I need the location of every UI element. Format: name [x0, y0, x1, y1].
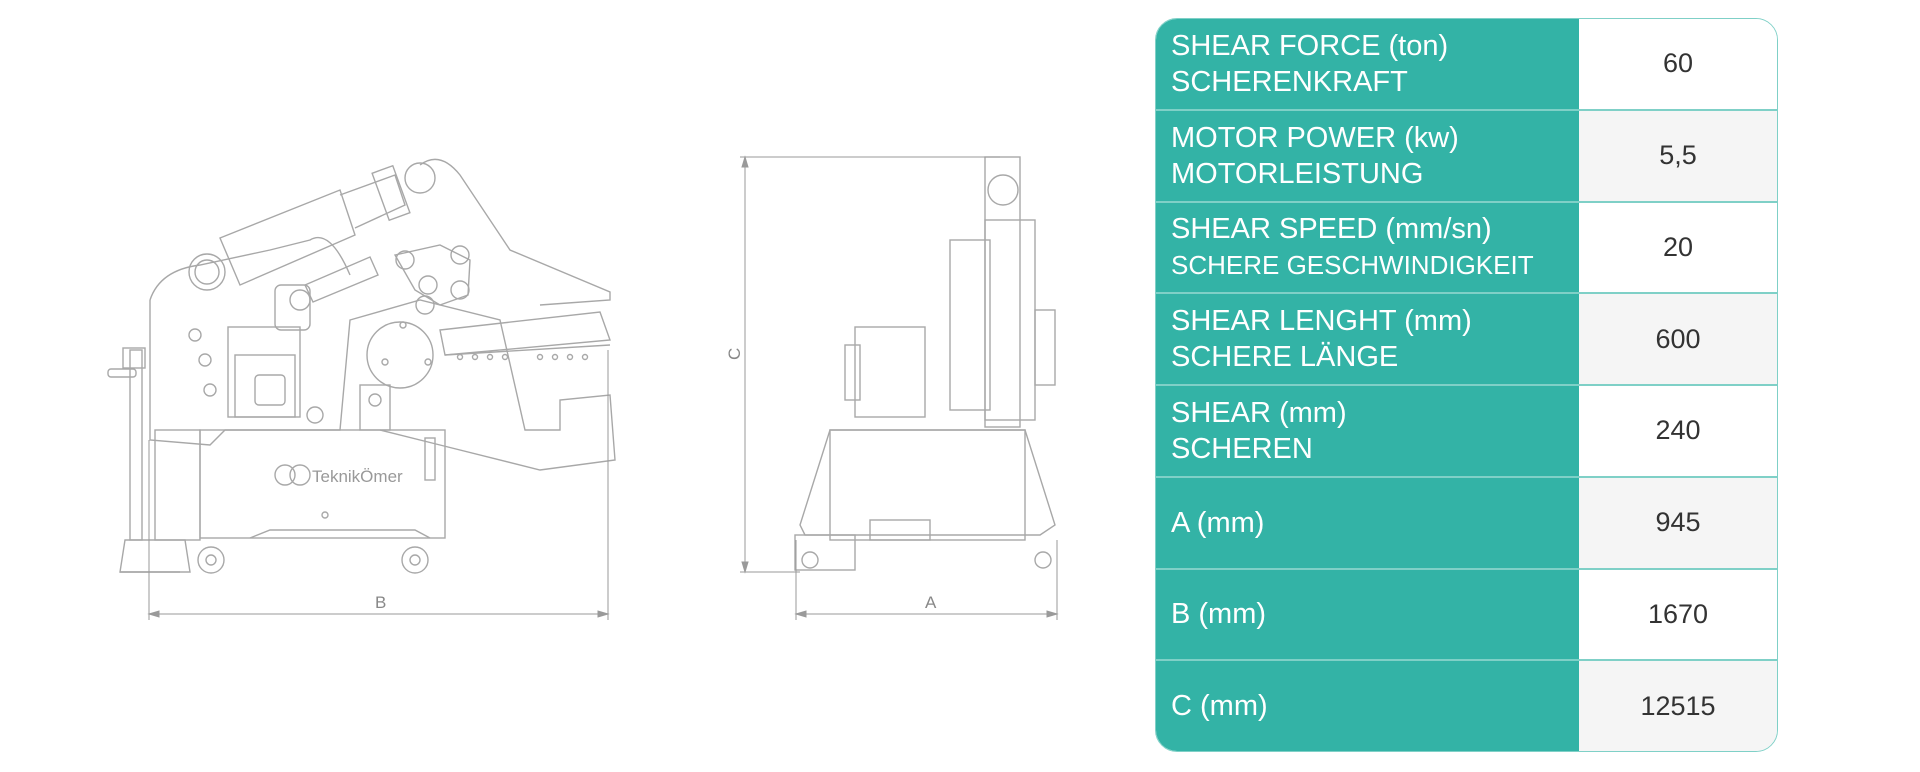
spec-label: SHEAR SPEED (mm/sn) SCHERE GESCHWINDIGKEI… — [1156, 202, 1579, 293]
table-row: SHEAR (mm)SCHEREN 240 — [1156, 384, 1777, 476]
spec-value: 240 — [1579, 386, 1777, 476]
spec-label: SHEAR (mm)SCHEREN — [1156, 386, 1579, 476]
spec-value: 600 — [1579, 294, 1777, 384]
spec-label-en: A (mm) — [1171, 506, 1265, 539]
spec-label-de: SCHERE GESCHWINDIGKEIT — [1171, 250, 1534, 281]
dimension-b — [147, 350, 610, 620]
spec-value: 12515 — [1579, 661, 1777, 751]
spec-value: 945 — [1579, 477, 1777, 568]
dimension-label-c: C — [725, 348, 744, 360]
spec-value: 5,5 — [1579, 110, 1777, 201]
table-row: C (mm) 12515 — [1156, 659, 1777, 751]
dimension-label-b: B — [375, 593, 386, 612]
spec-label: MOTOR POWER (kw)MOTORLEISTUNG — [1156, 110, 1579, 201]
dimension-label-a: A — [925, 593, 937, 612]
brand-logo-text: TeknikÖmer — [312, 467, 403, 486]
table-row: B (mm) 1670 — [1156, 567, 1777, 660]
spec-label: C (mm) — [1156, 661, 1579, 751]
spec-label-de: SCHERENKRAFT — [1171, 65, 1408, 98]
table-row: SHEAR FORCE (ton)SCHERENKRAFT 60 — [1156, 19, 1777, 109]
table-row: A (mm) 945 — [1156, 475, 1777, 568]
front-view-drawing — [794, 156, 1056, 571]
specifications-table: SHEAR FORCE (ton)SCHERENKRAFT 60 MOTOR P… — [1155, 18, 1778, 752]
spec-label-en: SHEAR FORCE (ton) — [1171, 29, 1449, 62]
spec-label: SHEAR LENGHT (mm)SCHERE LÄNGE — [1156, 294, 1579, 384]
spec-label: A (mm) — [1156, 477, 1579, 568]
spec-label-de: SCHERE LÄNGE — [1171, 341, 1399, 374]
spec-label-en: SHEAR (mm) — [1171, 396, 1347, 429]
table-row: SHEAR LENGHT (mm)SCHERE LÄNGE 600 — [1156, 292, 1777, 384]
spec-value: 20 — [1579, 202, 1777, 293]
spec-label-en: B (mm) — [1171, 598, 1267, 631]
dimension-a-c — [740, 155, 1059, 620]
spec-label-de: MOTORLEISTUNG — [1171, 157, 1424, 190]
spec-label-en: SHEAR SPEED (mm/sn) — [1171, 213, 1492, 246]
spec-label-en: C (mm) — [1171, 690, 1268, 723]
side-view-drawing: TeknikÖmer — [107, 158, 616, 574]
spec-label-en: SHEAR LENGHT (mm) — [1171, 305, 1472, 338]
table-row: MOTOR POWER (kw)MOTORLEISTUNG 5,5 — [1156, 108, 1777, 201]
spec-value: 60 — [1579, 19, 1777, 109]
spec-label: SHEAR FORCE (ton)SCHERENKRAFT — [1156, 19, 1579, 109]
spec-label-de: SCHEREN — [1171, 432, 1313, 465]
table-row: SHEAR SPEED (mm/sn) SCHERE GESCHWINDIGKEI… — [1156, 200, 1777, 293]
spec-value: 1670 — [1579, 569, 1777, 660]
machine-technical-drawing: TeknikÖmer B A C — [107, 155, 1059, 620]
bolt-row — [456, 353, 589, 361]
spec-label-en: MOTOR POWER (kw) — [1171, 121, 1459, 154]
spec-label: B (mm) — [1156, 569, 1579, 660]
